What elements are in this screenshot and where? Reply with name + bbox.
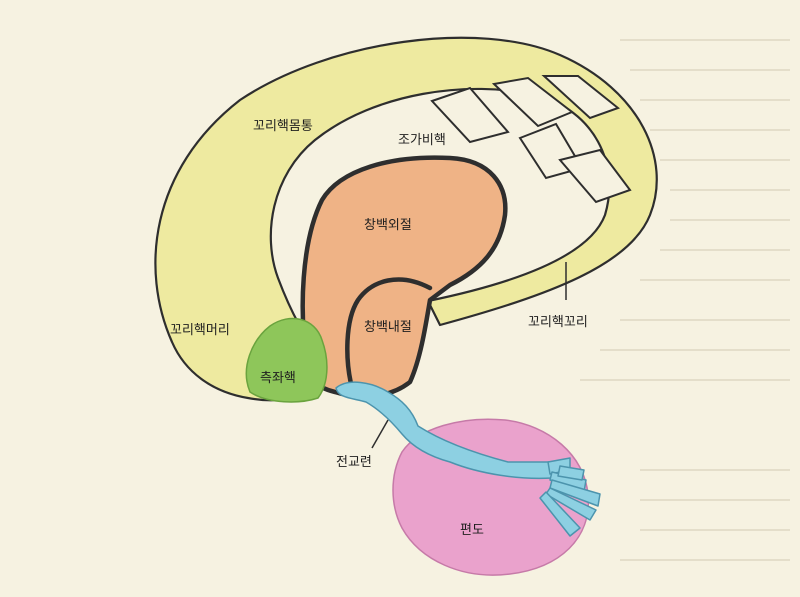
label-anterior-commissure: 전교련 [336, 455, 372, 470]
label-caudate-tail: 꼬리핵꼬리 [528, 315, 588, 330]
ventricle-gaps [430, 75, 632, 204]
putamen [300, 155, 508, 399]
background-texture [580, 39, 790, 561]
anterior-commissure [335, 381, 601, 537]
label-amygdala: 편도 [460, 523, 484, 538]
label-caudate-body: 꼬리핵몸통 [253, 119, 313, 134]
label-claustrum: 조가비핵 [398, 133, 446, 148]
label-caudate-head: 꼬리핵머리 [170, 323, 230, 338]
nucleus-accumbens [245, 317, 328, 403]
label-gp-external: 창백외절 [364, 218, 412, 233]
globus-pallidus-border [345, 277, 433, 391]
label-nucleus-accumbens: 측좌핵 [260, 371, 296, 386]
commissure-pointer [371, 419, 389, 449]
label-gp-internal: 창백내절 [364, 320, 412, 335]
